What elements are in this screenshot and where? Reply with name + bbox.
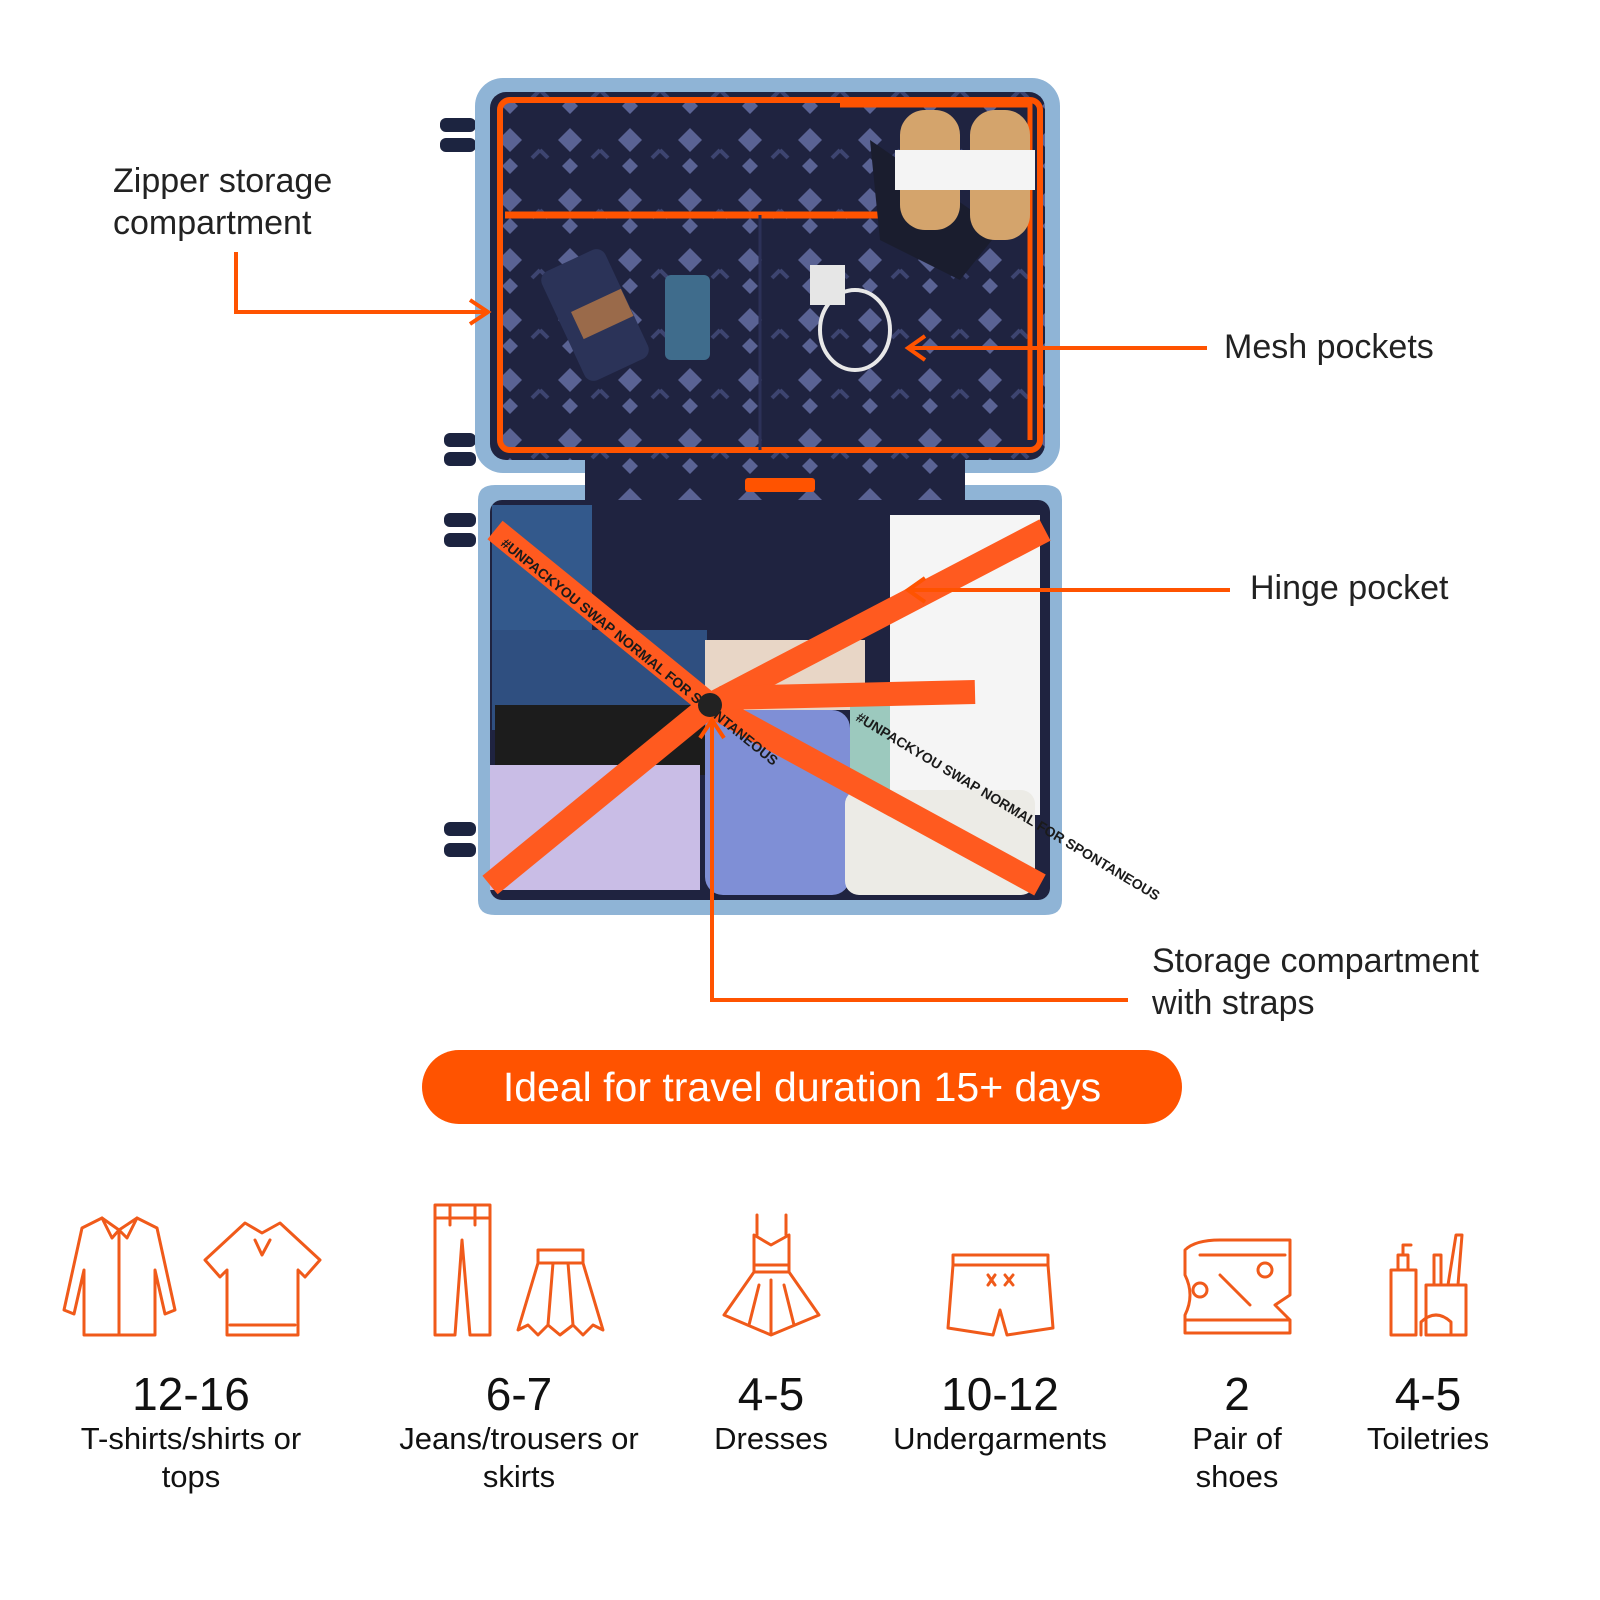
capacity-label: Dresses — [714, 1421, 828, 1456]
capacity-count: 6-7 — [485, 1368, 553, 1420]
open-suitcase-illustration: #UNPACKYOU SWAP NORMAL FOR SPONTANEOUS #… — [234, 78, 1230, 1002]
callout-lines — [234, 252, 1230, 1002]
callout-text: with straps — [1152, 984, 1315, 1022]
callout-text: compartment — [113, 204, 312, 242]
capacity-shoes: 2 Pair of shoes — [1087, 1195, 1387, 1496]
travel-duration-banner: Ideal for travel duration 15+ days — [422, 1050, 1182, 1124]
capacity-label: Undergarments — [893, 1421, 1107, 1456]
callout-mesh-pockets: Mesh pockets — [1224, 328, 1434, 366]
capacity-undergarments: 10-12 Undergarments — [850, 1195, 1150, 1458]
trousers-icon — [433, 1203, 492, 1337]
callout-text: Storage compartment — [1152, 942, 1479, 980]
capacity-label: T-shirts/shirts or — [80, 1421, 302, 1456]
capacity-count: 2 — [1224, 1368, 1250, 1420]
capacity-count: 4-5 — [737, 1368, 805, 1420]
capacity-label: shoes — [1195, 1459, 1279, 1494]
banner-text: Ideal for travel duration 15+ days — [502, 1063, 1102, 1110]
bottom-shell: #UNPACKYOU SWAP NORMAL FOR SPONTANEOUS #… — [478, 485, 1163, 915]
wheels — [440, 118, 476, 857]
capacity-label: Pair of — [1192, 1421, 1282, 1456]
capacity-count: 12-16 — [132, 1368, 250, 1420]
capacity-tops: 12-16 T-shirts/shirts or tops — [41, 1195, 341, 1496]
callout-zipper-storage: Zipper storage compartment — [113, 160, 332, 244]
callout-hinge-pocket: Hinge pocket — [1250, 569, 1449, 607]
dress-icon — [722, 1213, 820, 1337]
capacity-dresses: 4-5 Dresses — [621, 1195, 921, 1458]
skirt-icon — [516, 1248, 605, 1337]
capacity-label: Jeans/trousers or — [399, 1421, 639, 1456]
top-lid — [475, 78, 1060, 473]
capacity-label: Toiletries — [1366, 1421, 1490, 1456]
shorts-icon — [946, 1253, 1054, 1337]
capacity-toiletries: 4-5 Toiletries — [1278, 1195, 1578, 1458]
toiletries-icon — [1389, 1233, 1467, 1337]
callout-text: Zipper storage — [113, 162, 333, 200]
polo-tshirt-icon — [203, 1221, 322, 1337]
capacity-label: tops — [161, 1459, 221, 1494]
capacity-count: 4-5 — [1394, 1368, 1462, 1420]
sneaker-icon — [1183, 1238, 1291, 1335]
capacity-bottoms: 6-7 Jeans/trousers or skirts — [369, 1195, 669, 1496]
capacity-label: skirts — [482, 1459, 556, 1494]
capacity-count: 10-12 — [941, 1368, 1059, 1420]
callout-storage-straps: Storage compartment with straps — [1152, 940, 1479, 1024]
shirt-icon — [62, 1216, 177, 1337]
